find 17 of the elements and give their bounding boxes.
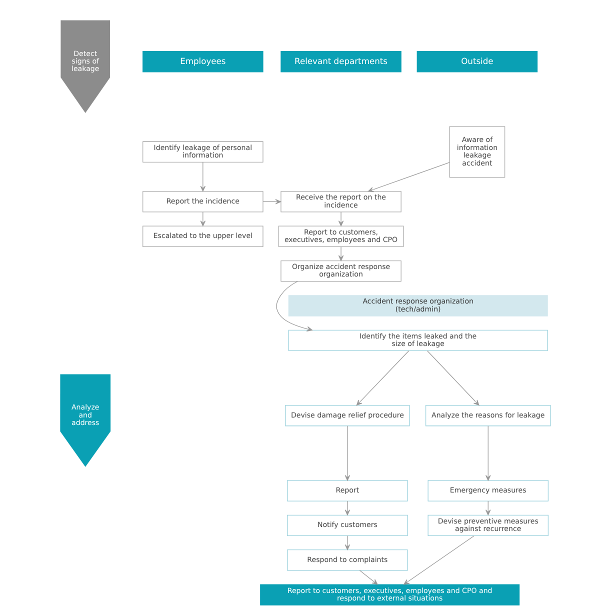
arrow (356, 350, 410, 406)
arrow (404, 536, 474, 585)
arrow (486, 426, 491, 481)
arrow (344, 500, 350, 516)
arrow (276, 281, 312, 332)
node-box: Employees (142, 51, 264, 72)
arrow (344, 426, 350, 481)
arrow (338, 212, 344, 226)
node-box: Outside (416, 51, 538, 72)
arrow (338, 246, 344, 261)
arrow (359, 570, 378, 585)
node-box: Relevant departments (280, 51, 402, 72)
arrow (426, 350, 480, 406)
arrow (262, 199, 282, 204)
arrow (368, 162, 450, 192)
arrow (344, 535, 350, 550)
arrow (200, 162, 206, 192)
